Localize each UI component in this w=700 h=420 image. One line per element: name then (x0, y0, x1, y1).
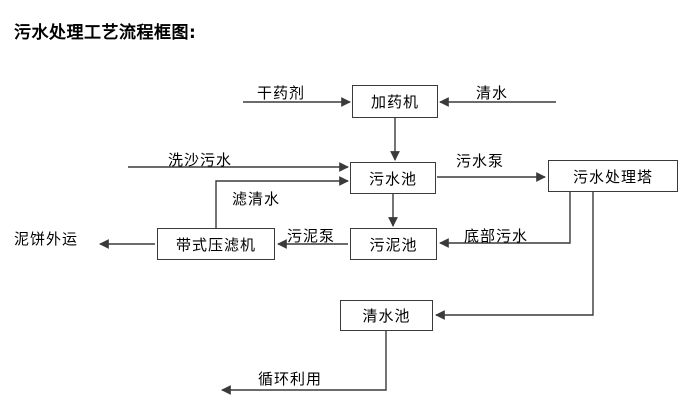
node-sludge-pool[interactable]: 污泥池 (350, 228, 437, 260)
page-title: 污水处理工艺流程框图: (14, 23, 197, 43)
node-wastewater-pool[interactable]: 污水池 (350, 162, 436, 194)
edge-label-bottom-sewage: 底部污水 (464, 227, 529, 245)
edge-label-recycle-reuse: 循环利用 (258, 370, 323, 388)
edge-belt-filter-press-to-wastewater-pool (215, 176, 349, 228)
terminal-mud-cake-out: 泥饼外运 (14, 230, 79, 248)
node-treatment-tower[interactable]: 污水处理塔 (548, 160, 678, 192)
terminal-sand-wash-water: 洗沙污水 (168, 151, 233, 169)
terminal-dry-chemical: 干药剂 (257, 84, 306, 102)
edge-label-sludge-pump: 污泥泵 (287, 227, 336, 245)
node-clear-water-pool[interactable]: 清水池 (340, 300, 433, 331)
edge-label-filtered-clear-water: 滤清水 (232, 190, 281, 208)
edge-label-sewage-pump: 污水泵 (456, 152, 505, 170)
edge-treatment-tower-to-sludge-pool (439, 192, 571, 248)
edge-clear-water-pool-to-recycle (221, 331, 387, 395)
terminal-clean-water-in: 清水 (476, 84, 509, 102)
node-belt-filter-press[interactable]: 带式压滤机 (157, 228, 275, 260)
node-dosing-machine[interactable]: 加药机 (352, 85, 438, 118)
edge-treatment-tower-to-clear-water-pool (435, 192, 594, 320)
